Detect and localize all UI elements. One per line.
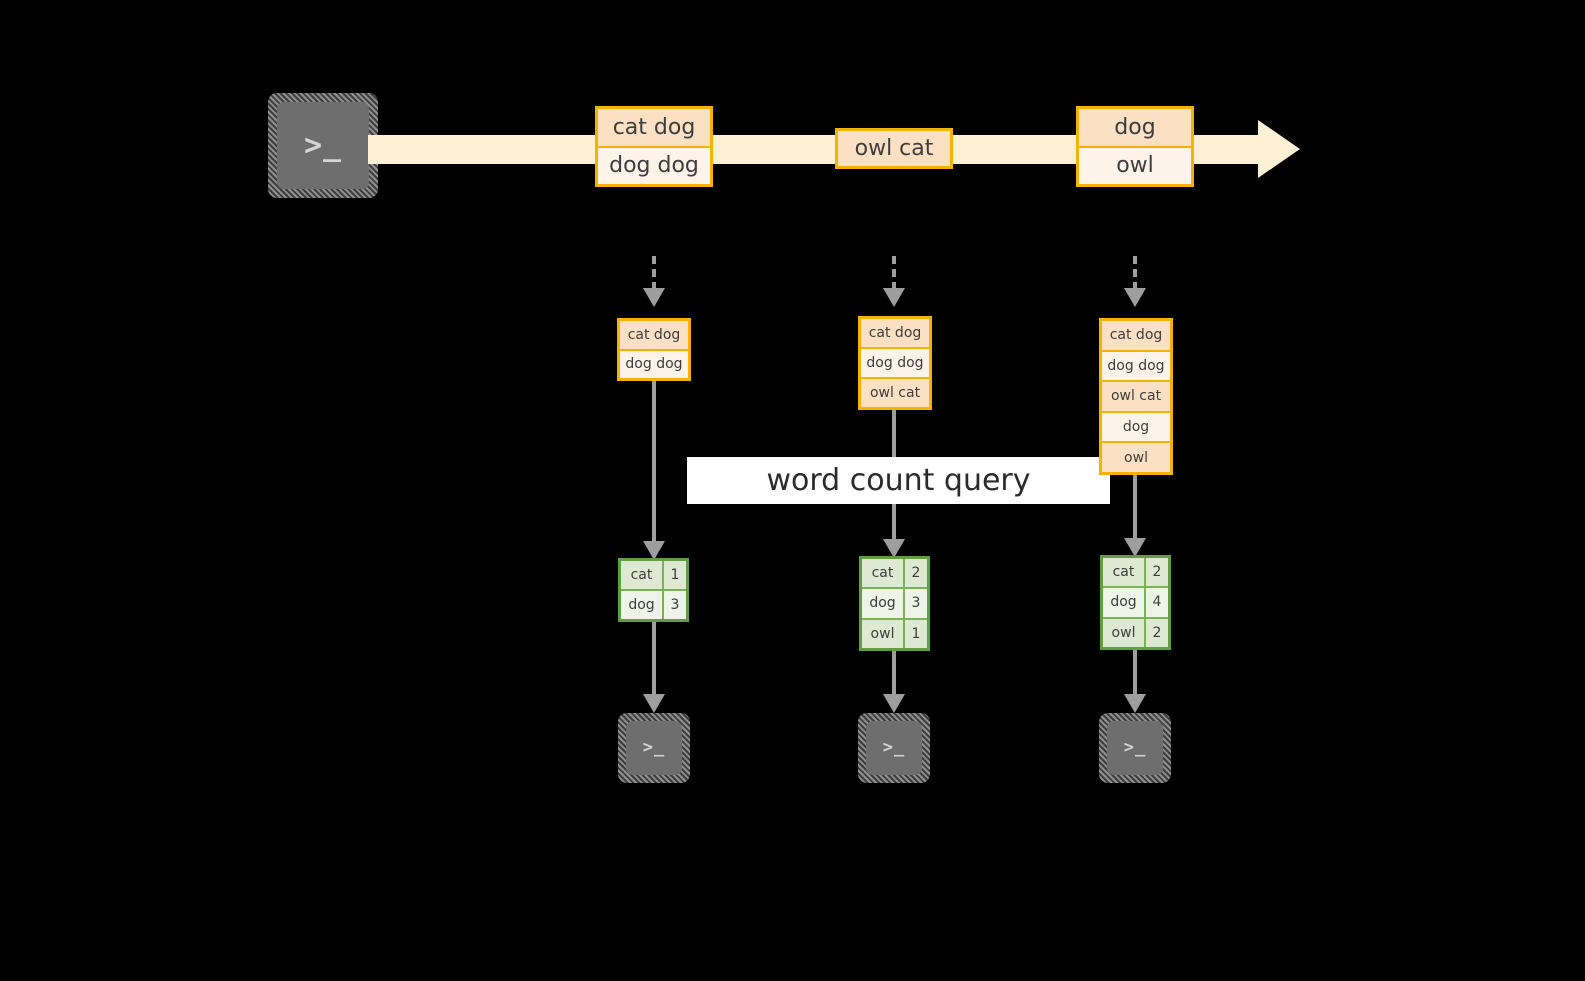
stream-record-line: dog bbox=[1079, 109, 1191, 146]
result-word: cat bbox=[1103, 558, 1144, 587]
batch-line: dog bbox=[1102, 410, 1170, 442]
sink-flow-arrowhead bbox=[1124, 694, 1146, 713]
batch-box: cat dog dog dog owl cat dog owl bbox=[1099, 318, 1173, 475]
terminal-body: >_ bbox=[626, 721, 682, 775]
sink-flow-arrowhead bbox=[883, 694, 905, 713]
batch-trigger-arrowhead bbox=[643, 288, 665, 307]
result-row: owl 2 bbox=[1103, 616, 1168, 647]
result-count: 2 bbox=[903, 559, 927, 588]
query-flow-arrowhead bbox=[1124, 538, 1146, 557]
batch-line: dog dog bbox=[1102, 349, 1170, 381]
batch-box: cat dog dog dog owl cat bbox=[858, 316, 932, 410]
batch-trigger-arrowhead bbox=[883, 288, 905, 307]
result-word: dog bbox=[1103, 588, 1144, 617]
result-word: dog bbox=[621, 591, 662, 619]
result-count: 2 bbox=[1144, 618, 1168, 647]
sink-flow-line bbox=[1133, 650, 1137, 702]
terminal-prompt-glyph: >_ bbox=[1123, 737, 1147, 758]
result-row: cat 2 bbox=[862, 559, 927, 588]
result-word: dog bbox=[862, 589, 903, 618]
batch-line: owl cat bbox=[1102, 380, 1170, 411]
terminal-body: >_ bbox=[1107, 721, 1163, 775]
result-table: cat 2 dog 3 owl 1 bbox=[859, 556, 930, 651]
batch-box: cat dog dog dog bbox=[617, 318, 691, 381]
stream-record-line: owl cat bbox=[838, 131, 950, 166]
batch-line: owl bbox=[1102, 441, 1170, 472]
result-word: cat bbox=[862, 559, 903, 588]
sink-flow-line bbox=[892, 651, 896, 702]
result-table: cat 2 dog 4 owl 2 bbox=[1100, 555, 1171, 650]
result-row: cat 2 bbox=[1103, 558, 1168, 587]
stream-arrow-head bbox=[1258, 120, 1300, 178]
result-row: cat 1 bbox=[621, 561, 686, 589]
query-flow-line bbox=[652, 381, 656, 549]
result-count: 2 bbox=[1144, 558, 1168, 587]
sink-terminal-icon: >_ bbox=[858, 713, 930, 783]
stream-record: cat dog dog dog bbox=[595, 106, 713, 187]
stream-record: dog owl bbox=[1076, 106, 1194, 187]
result-word: owl bbox=[1103, 618, 1144, 647]
result-count: 1 bbox=[662, 561, 686, 589]
terminal-body: >_ bbox=[277, 102, 369, 189]
sink-flow-arrowhead bbox=[643, 694, 665, 713]
result-count: 4 bbox=[1144, 588, 1168, 617]
sink-terminal-icon: >_ bbox=[618, 713, 690, 783]
result-row: dog 4 bbox=[1103, 586, 1168, 617]
batch-line: dog dog bbox=[861, 347, 929, 377]
batch-trigger-line bbox=[1133, 256, 1137, 290]
query-flow-line bbox=[1133, 475, 1137, 547]
sink-terminal-icon: >_ bbox=[1099, 713, 1171, 783]
result-row: dog 3 bbox=[621, 589, 686, 619]
result-count: 3 bbox=[903, 589, 927, 618]
result-count: 1 bbox=[903, 619, 927, 648]
result-row: dog 3 bbox=[862, 587, 927, 618]
stream-record-line: dog dog bbox=[598, 145, 710, 184]
terminal-prompt-glyph: >_ bbox=[303, 127, 343, 163]
query-flow-arrowhead bbox=[643, 541, 665, 560]
batch-line: cat dog bbox=[861, 319, 929, 347]
terminal-body: >_ bbox=[866, 721, 922, 775]
batch-line: dog dog bbox=[620, 348, 688, 378]
stream-record: owl cat bbox=[835, 128, 953, 169]
terminal-prompt-glyph: >_ bbox=[642, 737, 666, 758]
source-terminal-icon: >_ bbox=[268, 93, 378, 198]
result-word: cat bbox=[621, 561, 662, 589]
result-table: cat 1 dog 3 bbox=[618, 558, 689, 622]
query-label-text: word count query bbox=[766, 463, 1031, 498]
batch-trigger-arrowhead bbox=[1124, 288, 1146, 307]
query-flow-arrowhead bbox=[883, 539, 905, 558]
result-row: owl 1 bbox=[862, 617, 927, 648]
batch-line: owl cat bbox=[861, 377, 929, 407]
terminal-prompt-glyph: >_ bbox=[882, 737, 906, 758]
stream-record-line: cat dog bbox=[598, 109, 710, 146]
stream-record-line: owl bbox=[1079, 145, 1191, 184]
batch-line: cat dog bbox=[1102, 321, 1170, 350]
batch-trigger-line bbox=[652, 256, 656, 290]
sink-flow-line bbox=[652, 622, 656, 702]
batch-trigger-line bbox=[892, 256, 896, 290]
query-label: word count query bbox=[687, 457, 1110, 504]
batch-line: cat dog bbox=[620, 321, 688, 349]
result-word: owl bbox=[862, 619, 903, 648]
result-count: 3 bbox=[662, 591, 686, 619]
